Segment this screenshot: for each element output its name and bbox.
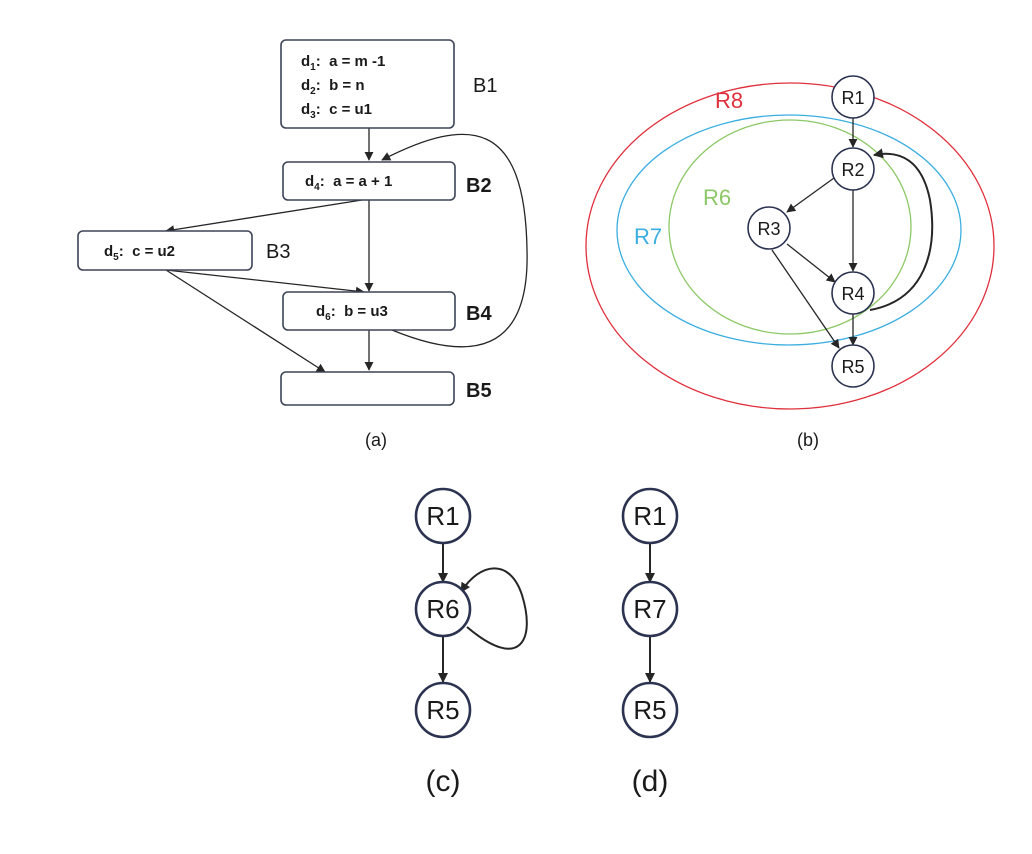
- block-b1: [280, 39, 455, 129]
- node-c-label-top: R1: [426, 501, 459, 531]
- node-r1: [831, 75, 875, 119]
- b3-line-1: d5: c = u2: [104, 243, 175, 263]
- node-c-label-mid: R6: [426, 594, 459, 624]
- node-label-r5: R5: [841, 357, 864, 377]
- node-d-r1: [621, 487, 679, 545]
- block-label-b4: B4: [466, 303, 492, 325]
- panel-a-cfg: d1: a = m -1 d2: b = n d3: c = u1 B1 d4:…: [77, 39, 528, 450]
- edge-b2-b3: [165, 199, 363, 235]
- region-r8-ellipse: [585, 82, 995, 410]
- region-label-r8: R8: [715, 88, 743, 113]
- node-label-r2: R2: [841, 160, 864, 180]
- node-c-r6: [414, 580, 472, 638]
- block-label-b3: B3: [266, 241, 290, 263]
- node-d-r7: [621, 580, 679, 638]
- node-c-r1: [414, 487, 472, 545]
- node-r2: [831, 147, 875, 191]
- b4-line-1: d6: b = u3: [316, 303, 388, 323]
- caption-a: (a): [365, 430, 387, 450]
- node-c-r5: [414, 681, 472, 739]
- caption-d: (d): [632, 765, 669, 798]
- region-r7-ellipse: [616, 114, 962, 346]
- block-label-b5: B5: [466, 380, 492, 402]
- block-b5: [280, 371, 455, 406]
- edge-c-r6-self-loop: [460, 567, 528, 650]
- node-label-r4: R4: [841, 284, 864, 304]
- block-b2: [282, 161, 456, 201]
- node-r4: [831, 271, 875, 315]
- edge-b3-b4: [165, 269, 365, 296]
- node-d-r5: [621, 681, 679, 739]
- edge-b3-b5: [165, 269, 326, 373]
- node-r5: [831, 344, 875, 388]
- caption-c: (c): [426, 765, 461, 798]
- b1-line-3: d3: c = u1: [301, 101, 372, 121]
- block-b3: [77, 230, 253, 271]
- b1-line-1: d1: a = m -1: [301, 53, 385, 73]
- node-label-r1: R1: [841, 88, 864, 108]
- region-label-r6: R6: [703, 185, 731, 210]
- block-b4: [282, 291, 456, 331]
- edge-r2-r3: [786, 177, 835, 213]
- node-r3: [747, 206, 791, 250]
- node-d-label-bot: R5: [633, 695, 666, 725]
- edge-r4-r2-back: [869, 148, 934, 311]
- node-d-label-mid: R7: [633, 594, 666, 624]
- node-d-label-top: R1: [633, 501, 666, 531]
- edge-b4-b2-back: [381, 133, 528, 348]
- caption-b: (b): [797, 430, 819, 450]
- b2-line-1: d4: a = a + 1: [305, 173, 392, 193]
- panel-d: R1 R7 R5 (d): [621, 487, 679, 798]
- region-label-r7: R7: [634, 224, 662, 249]
- node-c-label-bot: R5: [426, 695, 459, 725]
- edge-r3-r4: [786, 243, 836, 283]
- edge-r3-r5: [771, 249, 840, 349]
- region-r6-ellipse: [668, 119, 912, 335]
- panel-b-regions: R8 R7 R6 R1 R2 R3 R4 R5 (b): [585, 75, 995, 450]
- panel-c: R1 R6 R5 (c): [414, 487, 528, 798]
- block-label-b1: B1: [473, 75, 497, 97]
- block-label-b2: B2: [466, 175, 492, 197]
- node-label-r3: R3: [757, 219, 780, 239]
- b1-line-2: d2: b = n: [301, 77, 364, 97]
